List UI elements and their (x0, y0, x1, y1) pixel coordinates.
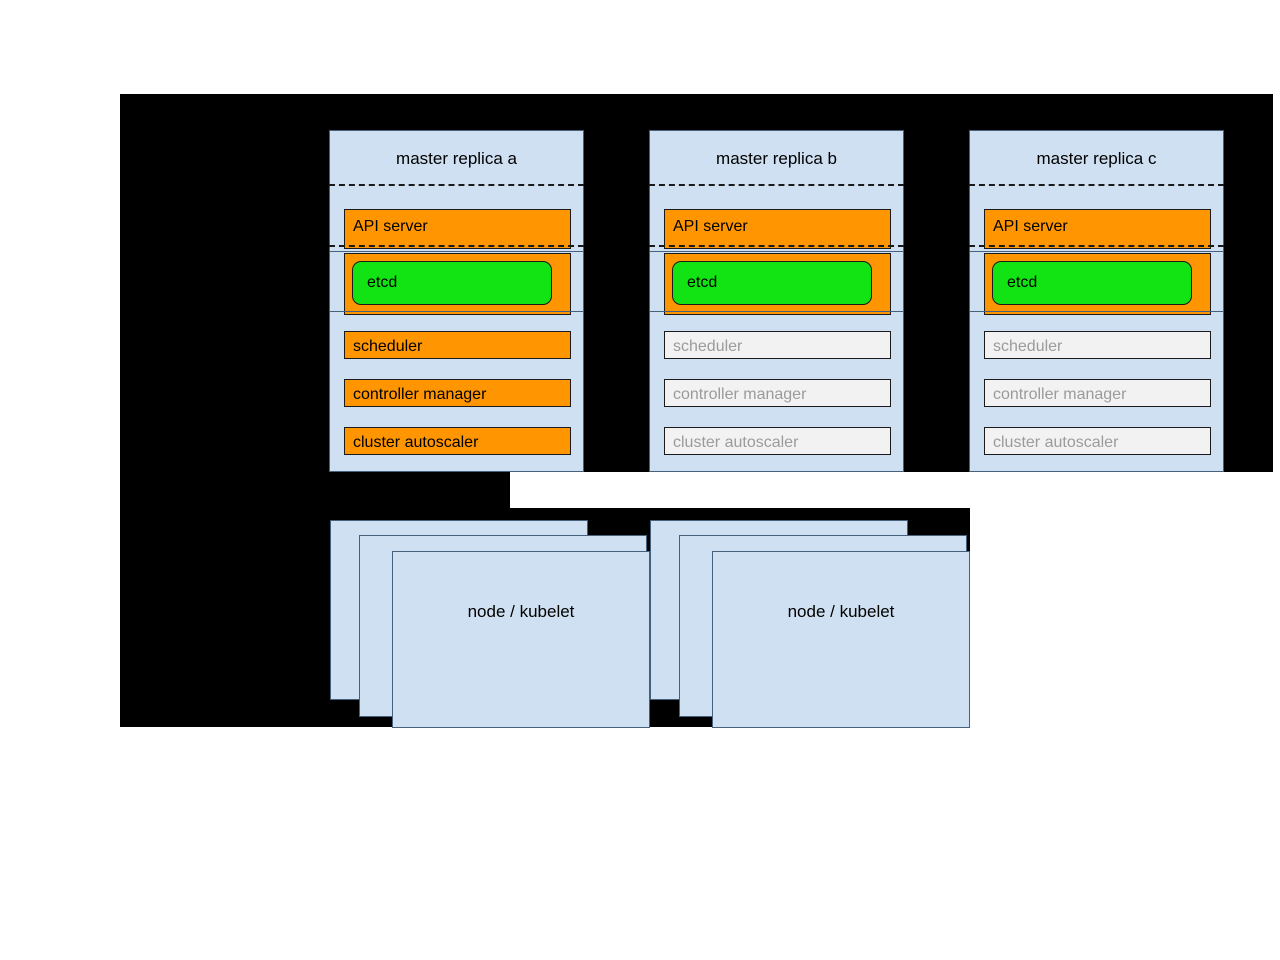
replica-c-api-separator (969, 245, 1224, 247)
replica-a-scheduler[interactable]: scheduler (344, 331, 571, 359)
master-replica-c[interactable]: master replica c API server etcd schedul… (969, 130, 1224, 472)
replica-b-api-server[interactable]: API server (664, 209, 891, 249)
node-group-2-label: node / kubelet (787, 602, 895, 621)
master-replica-b[interactable]: master replica b API server etcd schedul… (649, 130, 904, 472)
replica-c-cluster-autoscaler[interactable]: cluster autoscaler (984, 427, 1211, 455)
replica-b-etcd-band-bottom-rule (649, 311, 904, 312)
replica-c-scheduler[interactable]: scheduler (984, 331, 1211, 359)
replica-a-cluster-autoscaler[interactable]: cluster autoscaler (344, 427, 571, 455)
replica-c-title-separator (969, 184, 1224, 186)
replica-a-api-separator (329, 245, 584, 247)
replica-b-controller-manager[interactable]: controller manager (664, 379, 891, 407)
replica-a-etcd[interactable]: etcd (352, 261, 552, 305)
node-group-1-stack-front[interactable]: node / kubelet (392, 551, 650, 728)
replica-c-api-server[interactable]: API server (984, 209, 1211, 249)
replica-a-etcd-band-top-rule (329, 251, 584, 252)
replica-b-title: master replica b (716, 149, 837, 168)
replica-a-api-server[interactable]: API server (344, 209, 571, 249)
replica-b-etcd[interactable]: etcd (672, 261, 872, 305)
replica-c-controller-manager[interactable]: controller manager (984, 379, 1211, 407)
node-group-2-stack-front[interactable]: node / kubelet (712, 551, 970, 728)
replica-c-etcd-band-bottom-rule (969, 311, 1224, 312)
replica-a-etcd-band-bottom-rule (329, 311, 584, 312)
replica-b-cluster-autoscaler[interactable]: cluster autoscaler (664, 427, 891, 455)
replica-c-etcd-band-top-rule (969, 251, 1224, 252)
replica-a-title-separator (329, 184, 584, 186)
replica-b-title-separator (649, 184, 904, 186)
node-group-1-label: node / kubelet (467, 602, 575, 621)
master-replica-a[interactable]: master replica a API server etcd schedul… (329, 130, 584, 472)
replica-b-etcd-band-top-rule (649, 251, 904, 252)
replica-c-title: master replica c (1036, 149, 1157, 168)
replica-c-etcd[interactable]: etcd (992, 261, 1192, 305)
replica-b-scheduler[interactable]: scheduler (664, 331, 891, 359)
replica-a-title: master replica a (396, 149, 517, 168)
replica-b-api-separator (649, 245, 904, 247)
replica-a-controller-manager[interactable]: controller manager (344, 379, 571, 407)
